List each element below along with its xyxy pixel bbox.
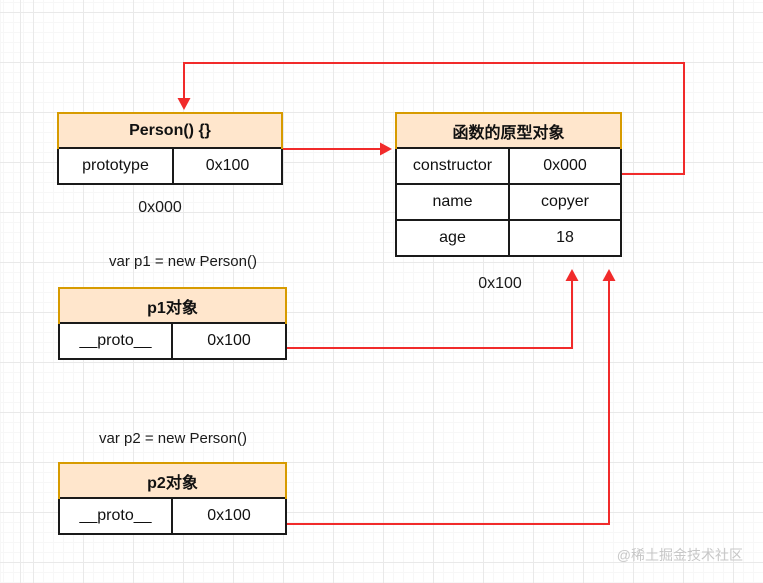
p1-declaration-label: var p1 = new Person(): [109, 253, 257, 270]
person-prototype-value: 0x100: [172, 147, 283, 185]
person-table-title: Person() {}: [57, 112, 283, 148]
watermark: @稀土掘金技术社区: [616, 547, 743, 563]
p1-table-title: p1对象: [58, 287, 287, 323]
prototype-object-table: 函数的原型对象 constructor 0x000 name copyer ag…: [395, 112, 622, 257]
prototype-address-label: 0x100: [478, 275, 522, 292]
arrow-p2-to-proto: [287, 281, 610, 525]
table-row: name copyer: [395, 183, 622, 221]
table-row: __proto__ 0x100: [58, 322, 287, 360]
arrowhead-down-icon: [177, 98, 191, 110]
table-row: __proto__ 0x100: [58, 497, 287, 535]
arrowhead-right-icon: [380, 142, 392, 156]
p1-object-table: p1对象 __proto__ 0x100: [58, 287, 287, 360]
proto-name-value: copyer: [508, 183, 622, 221]
p2-declaration-label: var p2 = new Person(): [99, 430, 247, 447]
proto-constructor-value: 0x000: [508, 147, 622, 185]
p2-object-table: p2对象 __proto__ 0x100: [58, 462, 287, 535]
person-table: Person() {} prototype 0x100: [57, 112, 283, 185]
proto-name-key: name: [395, 183, 510, 221]
p1-proto-value: 0x100: [171, 322, 287, 360]
person-address-label: 0x000: [138, 199, 182, 216]
proto-age-key: age: [395, 219, 510, 257]
table-row: age 18: [395, 219, 622, 257]
arrowhead-up-p2-icon: [602, 269, 616, 281]
p2-proto-value: 0x100: [171, 497, 287, 535]
p1-proto-key: __proto__: [58, 322, 173, 360]
p2-proto-key: __proto__: [58, 497, 173, 535]
prototype-object-table-title: 函数的原型对象: [395, 112, 622, 148]
table-row: constructor 0x000: [395, 147, 622, 185]
arrowhead-up-p1-icon: [565, 269, 579, 281]
proto-age-value: 18: [508, 219, 622, 257]
p2-table-title: p2对象: [58, 462, 287, 498]
table-row: prototype 0x100: [57, 147, 283, 185]
proto-constructor-key: constructor: [395, 147, 510, 185]
person-prototype-key: prototype: [57, 147, 174, 185]
